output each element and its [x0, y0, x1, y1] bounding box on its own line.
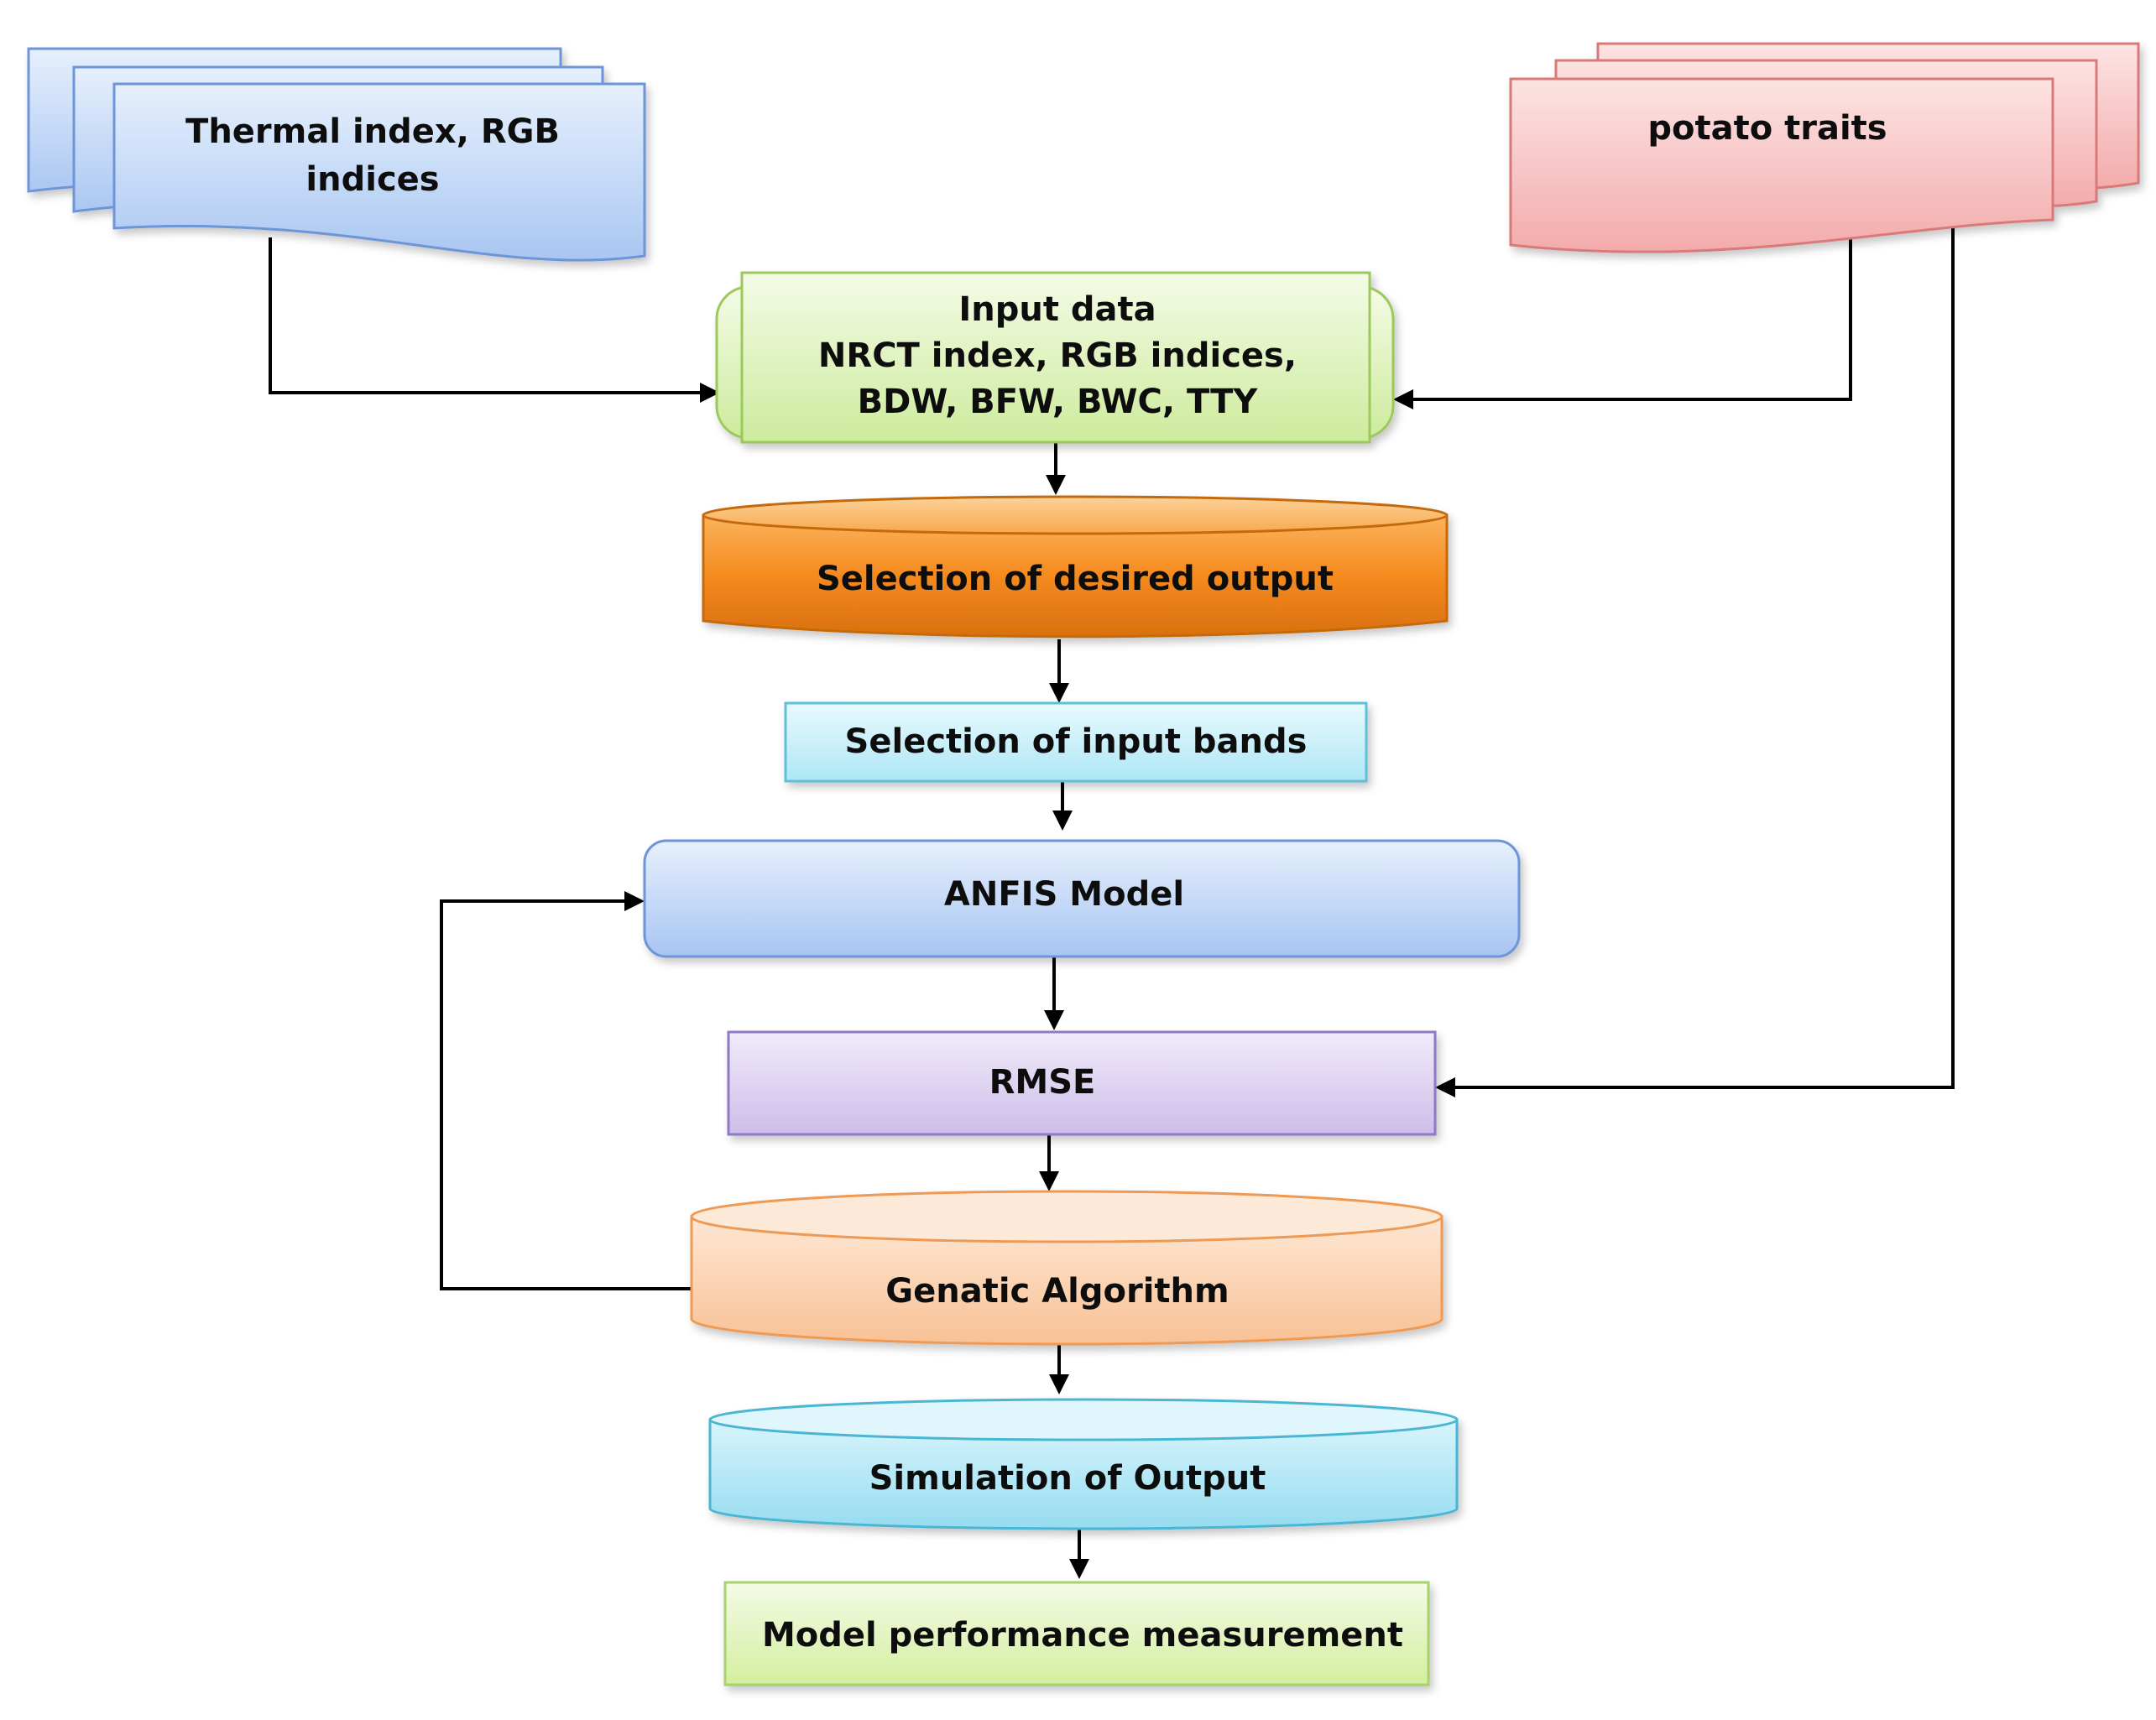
rmse-body — [727, 1030, 1437, 1136]
arrowhead-thermal-to-input — [700, 383, 720, 403]
arrowhead-rmse-to-genetic — [1039, 1171, 1059, 1191]
input-data-line1: Input data — [958, 290, 1156, 329]
performance-label: Model performance measurement — [762, 1616, 1403, 1655]
anfis-label: ANFIS Model — [944, 875, 1184, 914]
connectors — [269, 221, 1955, 1579]
anfis-model-box: ANFIS Model — [643, 839, 1521, 958]
input-data-line2: NRCT index, RGB indices, — [818, 336, 1297, 375]
simulation-output-box: Simulation of Output — [708, 1398, 1459, 1530]
input-data-body — [740, 271, 1371, 444]
selection-output-body — [702, 513, 1449, 638]
selection-output-label: Selection of desired output — [817, 560, 1334, 598]
genetic-label: Genatic Algorithm — [885, 1272, 1229, 1311]
thermal-doc-front — [112, 82, 646, 262]
selection-output-top — [702, 495, 1449, 535]
thermal-doc-label-line1: Thermal index, RGB — [185, 112, 560, 151]
input-data-line3: BDW, BFW, BWC, TTY — [858, 383, 1259, 421]
arrowhead-genetic-to-anfis — [624, 891, 645, 911]
model-performance-box: Model performance measurement — [723, 1581, 1430, 1686]
input-data-box: Input data NRCT index, RGB indices, BDW,… — [715, 271, 1395, 444]
connector-potato-to-rmse — [1452, 221, 1955, 1089]
connector-genetic-to-anfis — [440, 899, 692, 1290]
arrowhead-bands-to-anfis — [1052, 810, 1073, 831]
arrowhead-anfis-to-rmse — [1044, 1010, 1064, 1030]
selection-bands-label: Selection of input bands — [845, 722, 1308, 761]
arrowhead-potato-to-rmse — [1435, 1077, 1455, 1097]
arrowhead-genetic-to-simulation — [1049, 1374, 1069, 1394]
simulation-body — [708, 1418, 1459, 1530]
connector-thermal-to-input — [269, 237, 703, 394]
simulation-label: Simulation of Output — [869, 1459, 1266, 1498]
rmse-box: RMSE — [727, 1030, 1437, 1136]
performance-body — [723, 1581, 1430, 1686]
genetic-algorithm-box: Genatic Algorithm — [690, 1190, 1443, 1346]
arrowhead-potato-to-input — [1393, 389, 1413, 409]
selection-desired-output-box: Selection of desired output — [702, 495, 1449, 638]
genetic-body — [690, 1215, 1443, 1346]
arrowhead-simulation-to-performance — [1069, 1559, 1089, 1579]
simulation-top — [708, 1398, 1459, 1441]
selection-bands-body — [784, 701, 1368, 783]
thermal-doc-label-line2: indices — [305, 160, 439, 199]
arrowhead-selection-output-to-bands — [1049, 683, 1069, 703]
anfis-body — [643, 839, 1521, 958]
selection-input-bands-box: Selection of input bands — [784, 701, 1368, 783]
connector-potato-to-input — [1410, 228, 1852, 401]
potato-doc-label: potato traits — [1647, 109, 1887, 148]
potato-traits-document: potato traits — [1509, 42, 2140, 253]
potato-doc-front — [1509, 77, 2054, 253]
genetic-top — [690, 1190, 1443, 1243]
thermal-index-document: Thermal index, RGB indices — [27, 47, 646, 262]
arrowhead-input-to-selection-output — [1046, 475, 1066, 495]
rmse-label: RMSE — [989, 1063, 1096, 1102]
